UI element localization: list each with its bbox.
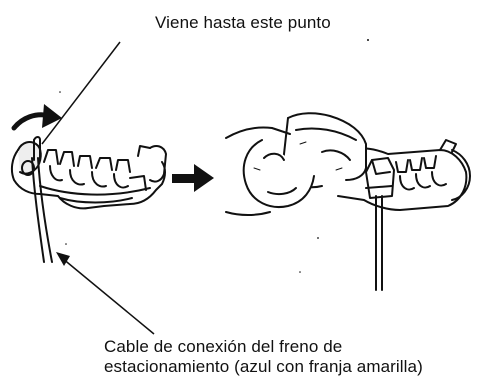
callout-cable-line-2: estacionamiento (azul con franja amarill… [104, 357, 423, 376]
connector-open [10, 141, 167, 210]
step-arrow [172, 164, 214, 192]
leader-top [41, 41, 121, 145]
parking-brake-cable-left [31, 136, 53, 263]
insert-arrow [11, 104, 62, 131]
callout-reaches-this-point: Viene hasta este punto [155, 13, 331, 32]
scan-specks [59, 39, 369, 273]
leader-bottom [56, 252, 155, 335]
hand-illustration [225, 112, 367, 216]
parking-brake-cable-right [375, 195, 383, 291]
callout-cable-line-1: Cable de conexión del freno de [104, 337, 343, 356]
